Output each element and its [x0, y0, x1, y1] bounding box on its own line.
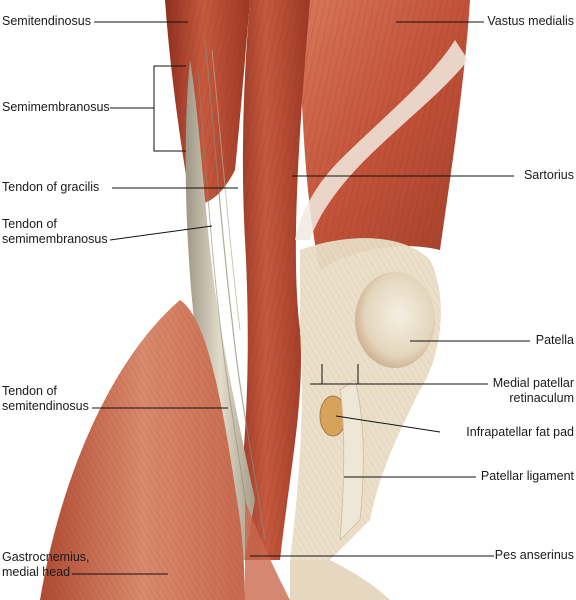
leader-tendon-semimembranosus — [109, 225, 213, 241]
label-tendon-of-semimembranosus-line2: semimembranosus — [2, 232, 108, 246]
label-tendon-of-semimembranosus: Tendon of semimembranosus — [2, 217, 108, 247]
leader-infrapatellar-fat-pad — [335, 415, 441, 433]
label-semitendinosus: Semitendinosus — [2, 14, 91, 28]
label-gastrocnemius-line1: Gastrocnemius, — [2, 550, 90, 564]
leader-lines — [72, 21, 530, 575]
label-medial-patellar-line2: retinaculum — [509, 391, 574, 405]
label-tendon-of-semitendinosus-line2: semitendinosus — [2, 399, 89, 413]
label-infrapatellar-fat-pad: Infrapatellar fat pad — [466, 425, 574, 439]
label-semimembranosus: Semimembranosus — [2, 100, 110, 114]
label-patella: Patella — [535, 333, 574, 347]
label-tendon-of-semitendinosus: Tendon of semitendinosus — [2, 384, 89, 414]
label-medial-patellar-retinaculum: Medial patellar retinaculum — [493, 376, 574, 406]
leg-anatomy-art — [40, 0, 470, 600]
label-patellar-ligament: Patellar ligament — [480, 469, 574, 483]
label-gastrocnemius-line2: medial head — [2, 565, 71, 579]
patella-bone — [355, 272, 435, 368]
sartorius-fascia-sweep — [295, 40, 468, 240]
label-tendon-of-semimembranosus-line1: Tendon of — [2, 217, 57, 231]
label-sartorius: Sartorius — [523, 168, 574, 182]
label-tendon-of-gracilis: Tendon of gracilis — [2, 180, 100, 194]
label-gastrocnemius-medial-head: Gastrocnemius, medial head — [2, 550, 90, 580]
patellar-ligament-shape — [339, 379, 364, 542]
hamstring-tendons — [185, 60, 255, 560]
label-vastus-medialis: Vastus medialis — [487, 14, 574, 28]
label-medial-patellar-line1: Medial patellar — [492, 376, 574, 390]
label-tendon-of-semitendinosus-line1: Tendon of — [2, 384, 57, 398]
label-pes-anserinus: Pes anserinus — [494, 548, 574, 562]
